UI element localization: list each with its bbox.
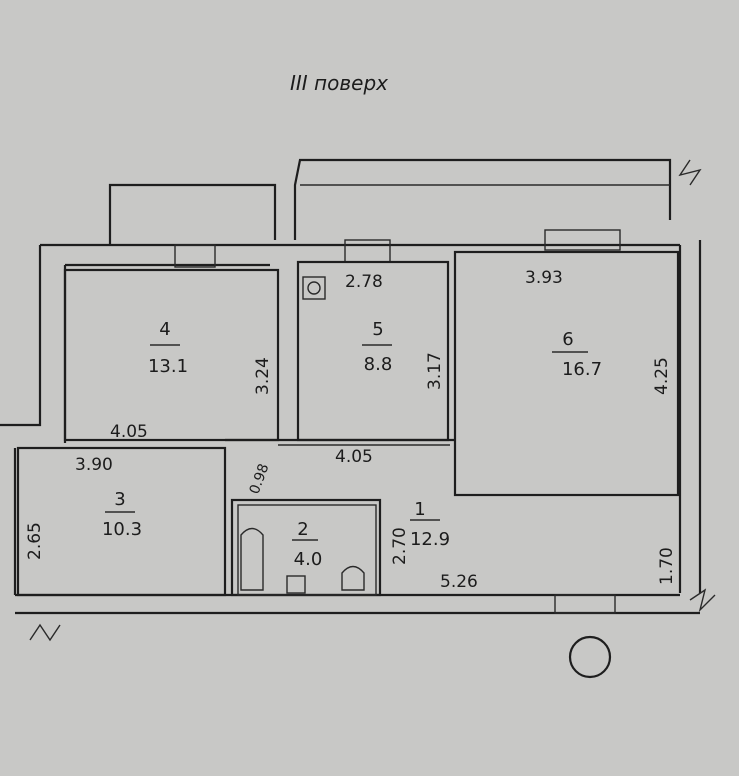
dim-room4-width: 4.05 [110, 422, 148, 442]
dim-hall-width: 5.26 [440, 572, 478, 592]
dim-hall-height: 2.70 [390, 527, 410, 565]
stove-icon [302, 276, 326, 300]
room-6-number: 6 [562, 329, 573, 350]
sink-icon [286, 575, 306, 594]
dim-corridor-width: 4.05 [335, 447, 373, 467]
room-2-area: 4.0 [294, 549, 323, 570]
dim-room5-width: 2.78 [345, 272, 383, 292]
room-1-number: 1 [414, 499, 425, 520]
room-6-area: 16.7 [562, 359, 602, 380]
room-4 [63, 268, 280, 442]
dim-hall-right: 1.70 [657, 547, 677, 585]
balcony [108, 158, 702, 245]
dim-room6-width: 3.93 [525, 268, 563, 288]
dim-room5-height: 3.17 [425, 352, 445, 390]
dim-room6-height: 4.25 [652, 357, 672, 395]
floor-title: III поверх [290, 71, 388, 95]
room-3-area: 10.3 [102, 519, 142, 540]
room-5-area: 8.8 [364, 354, 393, 375]
dim-room3-height: 2.65 [25, 522, 45, 560]
room-2-number: 2 [297, 519, 308, 540]
entrance-marker [568, 635, 612, 679]
room-6 [453, 250, 680, 497]
bathtub-icon [240, 527, 264, 591]
room-4-number: 4 [159, 319, 170, 340]
room-labels: 4 13.1 5 8.8 6 16.7 3 10.3 2 4.0 1 12.9 [102, 319, 602, 570]
room-4-area: 13.1 [148, 356, 188, 377]
room-3-number: 3 [114, 489, 125, 510]
toilet-icon [341, 565, 365, 591]
dim-room4-height: 3.24 [253, 357, 273, 395]
room-1-area: 12.9 [410, 529, 450, 550]
dimensions: 4.05 3.24 2.78 3.17 3.93 4.25 4.05 3.90 … [25, 268, 677, 592]
room-5-number: 5 [372, 319, 383, 340]
room-3 [16, 446, 227, 597]
dim-room3-width: 3.90 [75, 455, 113, 475]
